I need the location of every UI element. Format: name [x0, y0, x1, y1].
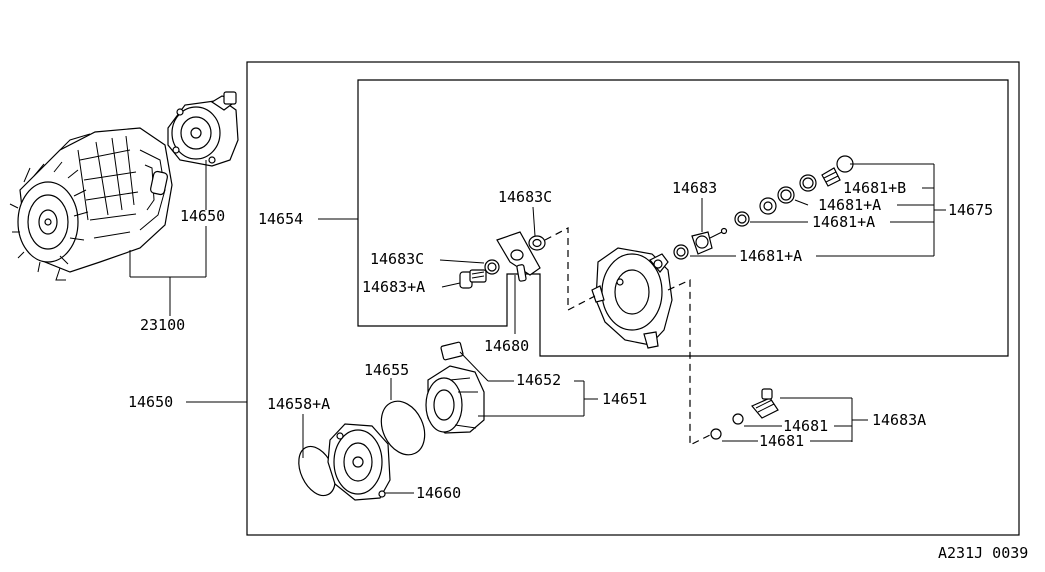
label-14680: 14680	[484, 337, 529, 355]
dashed-line-right	[667, 279, 713, 446]
label-14675: 14675	[948, 201, 993, 219]
gasket-14655	[380, 400, 426, 456]
connector-kit-parts	[710, 388, 779, 440]
leader-lines	[186, 163, 946, 494]
bracket-fitting	[510, 249, 524, 261]
label-14654: 14654	[258, 210, 303, 228]
housing-illustration	[591, 247, 673, 349]
alternator-leaders	[129, 160, 207, 316]
label-14650-main: 14650	[128, 393, 173, 411]
outer-frame	[246, 61, 1020, 536]
label-14660: 14660	[416, 484, 461, 502]
valve-kit-parts	[673, 155, 854, 260]
label-14683c-top: 14683C	[498, 188, 552, 206]
dashed-line-left	[544, 227, 596, 311]
label-14652: 14652	[516, 371, 561, 389]
alternator-illustration	[9, 127, 173, 281]
label-14683: 14683	[672, 179, 717, 197]
cover-illustration	[327, 423, 391, 501]
label-14681b: 14681+B	[843, 179, 906, 197]
figure-code: A231J 0039	[938, 544, 1028, 562]
fitting-pin	[516, 264, 527, 282]
label-14683c-left: 14683C	[370, 250, 424, 268]
label-14681-1: 14681	[783, 417, 828, 435]
label-14681a-3: 14681+A	[739, 247, 802, 265]
label-14681a-2: 14681+A	[812, 213, 875, 231]
inner-frame	[357, 79, 1009, 357]
label-14651: 14651	[602, 390, 647, 408]
label-14683a-kit: 14683A	[872, 411, 926, 429]
label-14658a: 14658+A	[267, 395, 330, 413]
label-14681-2: 14681	[759, 432, 804, 450]
label-14683a-bolt: 14683+A	[362, 278, 425, 296]
label-23100: 23100	[140, 316, 185, 334]
label-14655: 14655	[364, 361, 409, 379]
rotor-illustration	[425, 341, 485, 434]
label-14650-outer: 14650	[180, 207, 225, 225]
washer-top-inner	[532, 238, 542, 248]
label-14681a-1: 14681+A	[818, 196, 881, 214]
bolt-and-washer	[459, 259, 500, 289]
vacuum-pump-small-illustration	[167, 91, 239, 167]
